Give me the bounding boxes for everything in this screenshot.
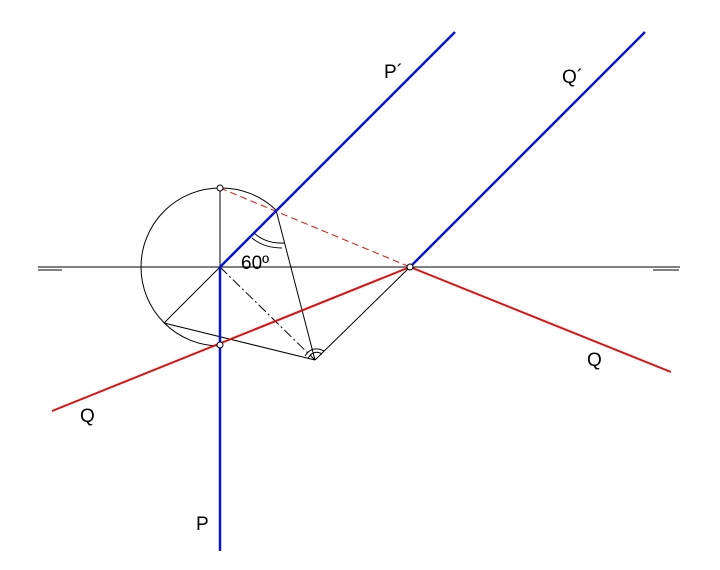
trace-q-prime	[409, 31, 646, 268]
construction-circle	[140, 187, 221, 347]
label-p: P	[196, 514, 209, 535]
trace-p-prime	[219, 31, 456, 268]
label-p-prime: P´	[384, 62, 403, 83]
construction-lines	[163, 188, 411, 361]
label-q-prime: Q´	[562, 67, 583, 88]
label-angle: 60º	[241, 253, 269, 274]
label-q-left: Q	[80, 406, 95, 427]
angle-arcs	[251, 232, 325, 359]
blue-traces	[218, 31, 646, 551]
ground-line	[38, 266, 680, 271]
red-dashed-line	[219, 187, 411, 268]
red-trace-q	[51, 266, 672, 412]
label-q-right: Q	[587, 350, 602, 371]
marker-points	[216, 184, 414, 349]
construction-circle-arc-upper	[219, 187, 277, 211]
dash-dot-line	[219, 266, 316, 361]
